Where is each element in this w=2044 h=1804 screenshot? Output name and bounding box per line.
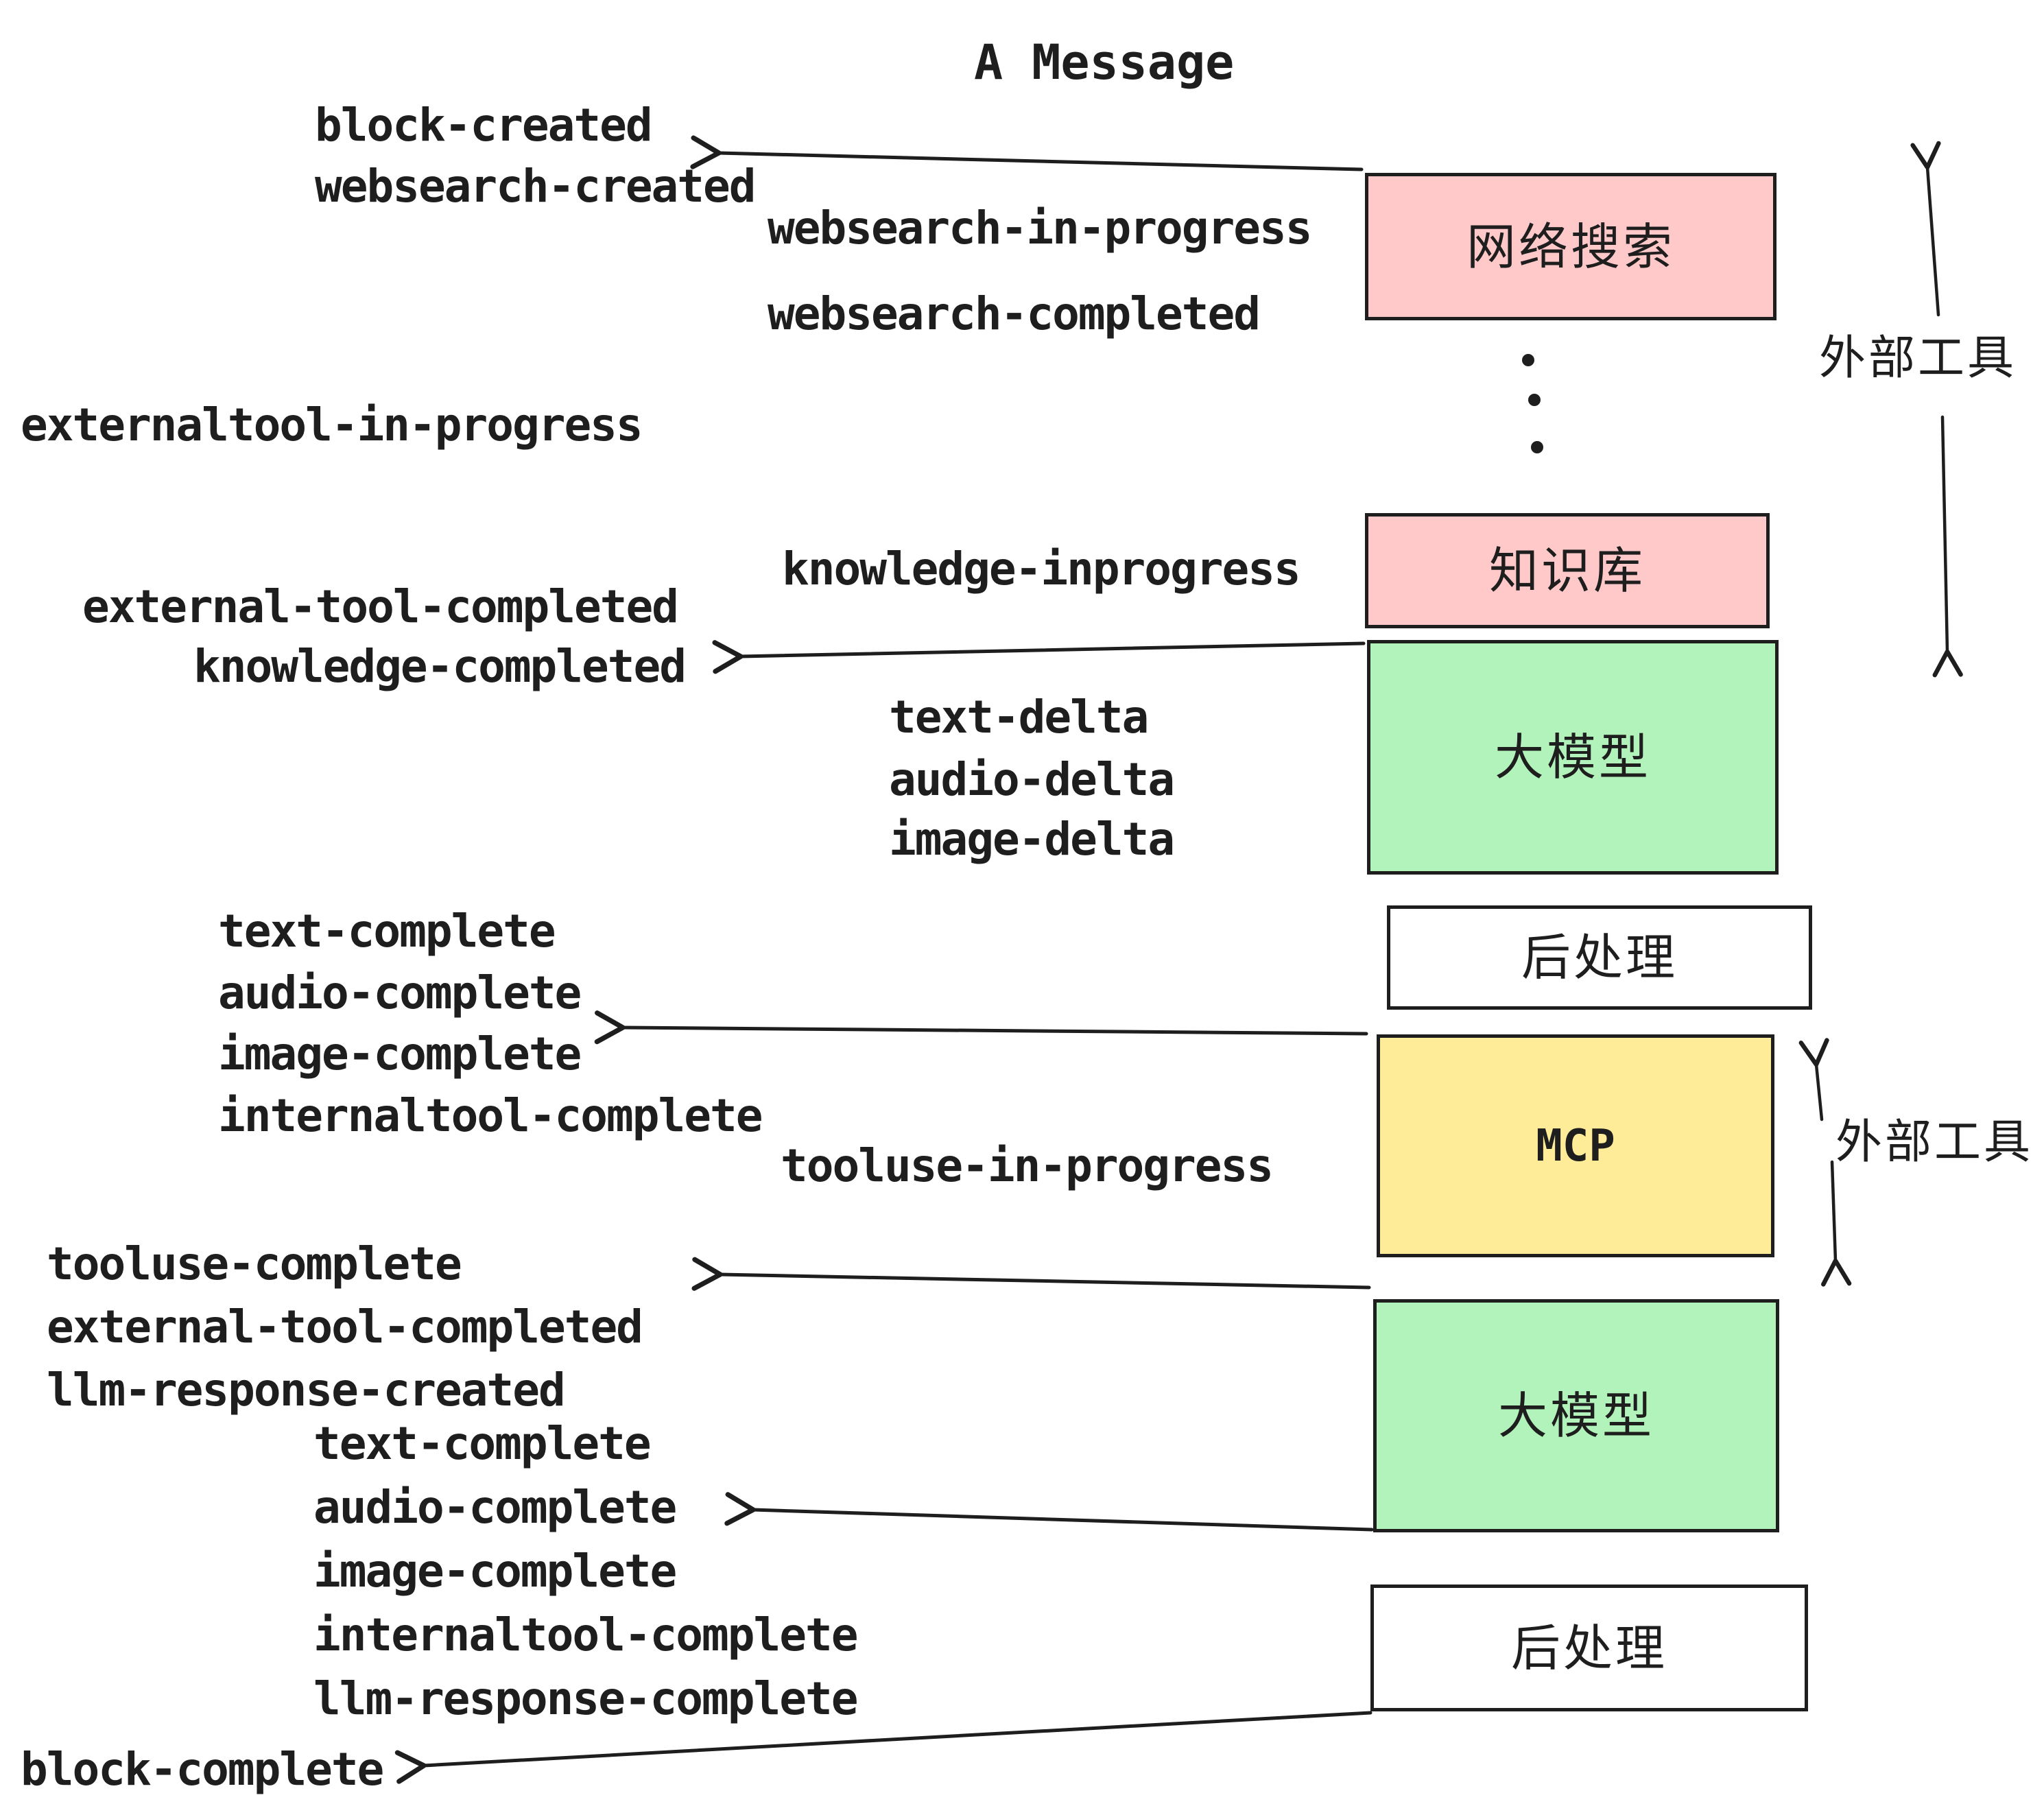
- box-post-processing-1: 后处理: [1387, 905, 1812, 1010]
- event-image-delta-1: image-delta: [889, 813, 1175, 866]
- event-websearch-created: websearch-created: [315, 160, 757, 213]
- box-post-processing-2: 后处理: [1370, 1585, 1808, 1711]
- event-external-tool-completed-2: external-tool-completed: [47, 1301, 643, 1353]
- external-tools-up-arrow-2: [1798, 1038, 1829, 1121]
- arrow-to-tooluse-complete: [691, 1257, 1371, 1291]
- external-tools-label-2: 外部工具: [1835, 1115, 2034, 1170]
- box-llm-2: 大模型: [1373, 1299, 1779, 1532]
- ellipsis-dots: [1522, 354, 1543, 453]
- event-llm-response-created: llm-response-created: [47, 1364, 566, 1416]
- external-tools-down-arrow-2: [1821, 1160, 1852, 1287]
- arrow-to-websearch-created: [690, 135, 1364, 171]
- event-llm-response-complete: llm-response-complete: [313, 1672, 858, 1725]
- external-tools-label-1: 外部工具: [1819, 331, 2017, 385]
- box-knowledge-base: 知识库: [1365, 513, 1770, 628]
- external-tools-down-arrow-1: [1932, 415, 1963, 678]
- event-internaltool-complete-1: internaltool-complete: [218, 1089, 763, 1142]
- event-audio-complete-1: audio-complete: [218, 966, 582, 1019]
- event-image-complete-2: image-complete: [313, 1545, 677, 1598]
- box-post-processing-2-label: 后处理: [1510, 1619, 1667, 1677]
- event-external-tool-completed-1: external-tool-completed: [82, 580, 679, 633]
- event-websearch-in-progress: websearch-in-progress: [768, 202, 1312, 254]
- box-knowledge-base-label: 知识库: [1488, 542, 1645, 600]
- box-web-search: 网络搜索: [1365, 173, 1776, 320]
- event-websearch-completed: websearch-completed: [768, 287, 1261, 340]
- arrow-to-image-complete: [594, 1010, 1368, 1045]
- event-audio-complete-2: audio-complete: [313, 1481, 677, 1534]
- event-tooluse-complete: tooluse-complete: [47, 1237, 462, 1290]
- box-mcp-label: MCP: [1536, 1120, 1615, 1172]
- arrow-to-block-complete: [394, 1711, 1372, 1784]
- box-mcp: MCP: [1377, 1034, 1774, 1257]
- event-block-complete: block-complete: [21, 1743, 384, 1796]
- arrow-to-audio-complete: [724, 1492, 1374, 1532]
- event-audio-delta-1: audio-delta: [889, 753, 1175, 806]
- box-llm-2-label: 大模型: [1497, 1387, 1654, 1445]
- event-knowledge-completed: knowledge-completed: [193, 640, 687, 693]
- box-web-search-label: 网络搜索: [1466, 217, 1675, 276]
- external-tools-up-arrow-1: [1910, 141, 1941, 317]
- event-knowledge-inprogress: knowledge-inprogress: [782, 543, 1301, 595]
- event-image-complete-1: image-complete: [218, 1028, 582, 1080]
- event-text-complete-2: text-complete: [313, 1417, 652, 1470]
- event-text-delta-1: text-delta: [889, 691, 1149, 744]
- event-block-created: block-created: [315, 99, 653, 152]
- event-externaltool-in-progress: externaltool-in-progress: [21, 399, 643, 451]
- event-text-complete-1: text-complete: [218, 905, 556, 958]
- box-post-processing-1-label: 后处理: [1521, 929, 1678, 986]
- box-llm-1-label: 大模型: [1494, 728, 1651, 786]
- diagram-title: A Message: [974, 34, 1235, 91]
- box-llm-1: 大模型: [1367, 640, 1779, 875]
- arrow-to-knowledge-completed: [712, 640, 1366, 674]
- event-tooluse-in-progress: tooluse-in-progress: [781, 1139, 1274, 1192]
- event-internaltool-complete-2: internaltool-complete: [313, 1609, 858, 1661]
